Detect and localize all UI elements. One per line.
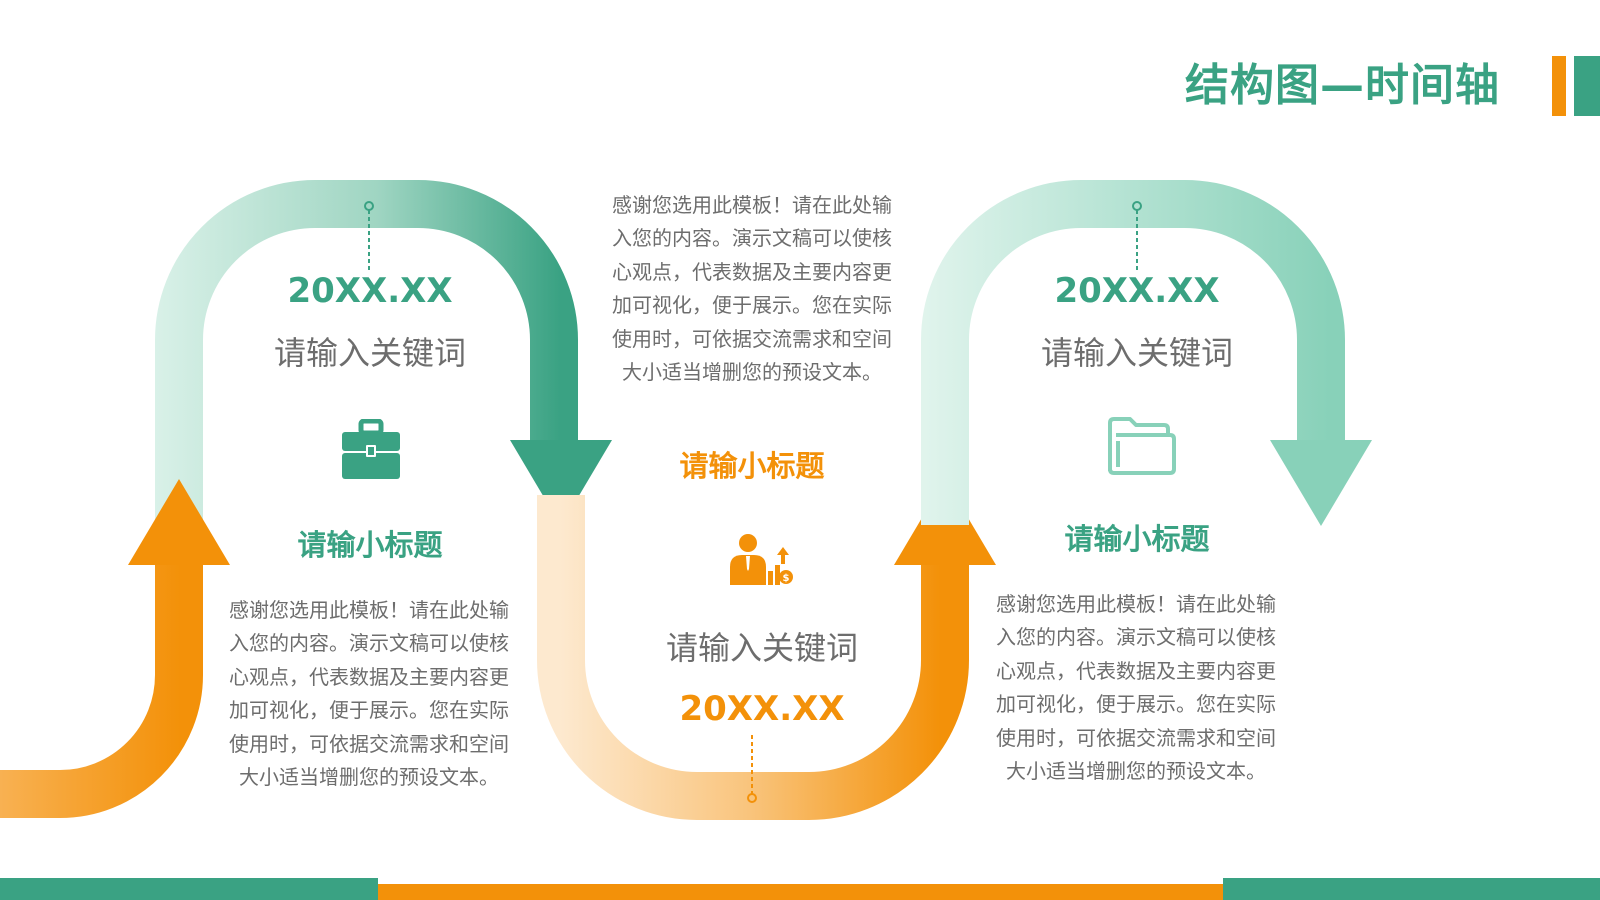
step-2-keyword: 请输入关键词 <box>665 629 858 667</box>
step-3-body: 感谢您选用此模板！请在此处输入您的内容。演示文稿可以使核心观点，代表数据及主要内… <box>996 592 1276 784</box>
connector-3 <box>1132 201 1142 270</box>
step-1-subtitle: 请输小标题 <box>297 528 443 562</box>
step-3-keyword: 请输入关键词 <box>1040 334 1233 372</box>
step-1-keyword: 请输入关键词 <box>273 334 466 372</box>
step-3-date: 20XX.XX <box>1054 271 1220 311</box>
bottom-bar-green-right <box>1223 878 1600 900</box>
briefcase-icon <box>340 418 402 485</box>
u-orange <box>537 495 969 820</box>
curve-orange-left <box>0 548 203 818</box>
arrow-head-down-lightgreen <box>1270 440 1372 526</box>
step-3-subtitle: 请输小标题 <box>1064 522 1210 556</box>
page-title: 结构图—时间轴 <box>1185 60 1500 111</box>
arrow-head-down-green <box>510 440 612 526</box>
folder-icon <box>1106 415 1178 481</box>
bottom-bar-green-left <box>0 878 378 900</box>
step-2-date: 20XX.XX <box>679 689 845 729</box>
arrow-head-up-orange-1 <box>128 479 230 565</box>
bottom-bar-orange <box>378 884 1223 900</box>
businessman-growth-icon: $ <box>728 533 794 591</box>
step-1-body: 感谢您选用此模板！请在此处输入您的内容。演示文稿可以使核心观点，代表数据及主要内… <box>229 598 509 790</box>
connector-1 <box>364 201 374 270</box>
connector-2 <box>747 735 757 803</box>
step-2-body: 感谢您选用此模板！请在此处输入您的内容。演示文稿可以使核心观点，代表数据及主要内… <box>612 193 892 385</box>
step-2-subtitle: 请输小标题 <box>679 449 825 483</box>
title-accent-orange <box>1552 56 1566 116</box>
step-1-date: 20XX.XX <box>287 271 453 311</box>
svg-text:$: $ <box>783 573 790 584</box>
title-accent-green <box>1574 56 1600 116</box>
